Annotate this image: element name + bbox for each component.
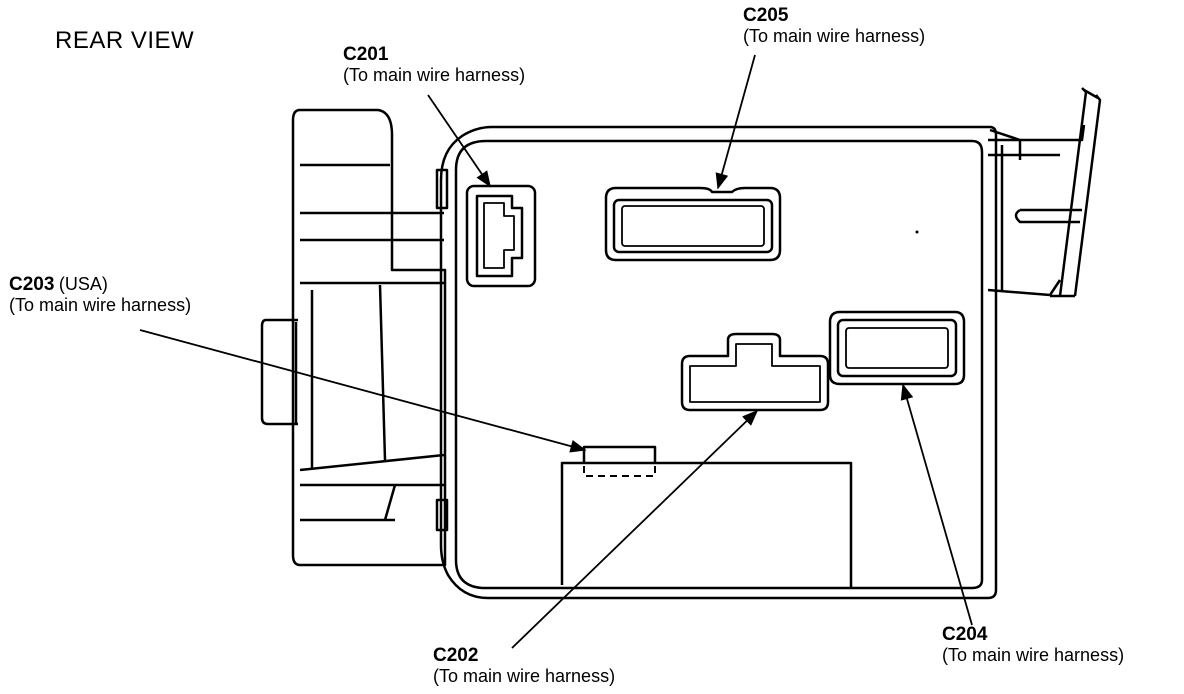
leader-c202 (511, 409, 759, 649)
lower-cover (560, 461, 853, 588)
c203-desc: (To main wire harness) (9, 295, 192, 316)
c202-code: C202 (433, 645, 479, 666)
left-bracket (260, 108, 447, 567)
c205-code: C205 (743, 5, 789, 26)
leader-c203 (139, 329, 587, 453)
c202-desc: (To main wire harness) (433, 666, 616, 687)
c201-desc: (To main wire harness) (343, 65, 526, 86)
callout-c201: C201 (To main wire harness) (343, 44, 525, 85)
connector-c203 (582, 445, 657, 477)
c205-desc: (To main wire harness) (743, 26, 926, 47)
right-clip (987, 87, 1102, 298)
connector-c202 (680, 332, 830, 412)
callout-c203: C203 (USA) (To main wire harness) (9, 274, 191, 315)
c203-code: C203 (9, 274, 55, 295)
c201-code: C201 (343, 44, 389, 65)
leader-c204 (900, 383, 973, 626)
connector-c201 (465, 184, 537, 288)
leader-lines (139, 54, 973, 649)
c204-desc: (To main wire harness) (942, 645, 1125, 666)
main-housing (435, 125, 1022, 600)
connector-c205 (604, 186, 782, 262)
connector-c204 (828, 310, 966, 386)
view-title: REAR VIEW (55, 27, 195, 54)
c203-note: (USA) (58, 274, 108, 294)
callout-c202: C202 (To main wire harness) (433, 645, 615, 686)
callout-c204: C204 (To main wire harness) (942, 624, 1124, 665)
leader-c201 (427, 94, 491, 188)
c204-code: C204 (942, 624, 988, 645)
callout-c205: C205 (To main wire harness) (743, 5, 925, 46)
leader-c205 (715, 54, 756, 190)
